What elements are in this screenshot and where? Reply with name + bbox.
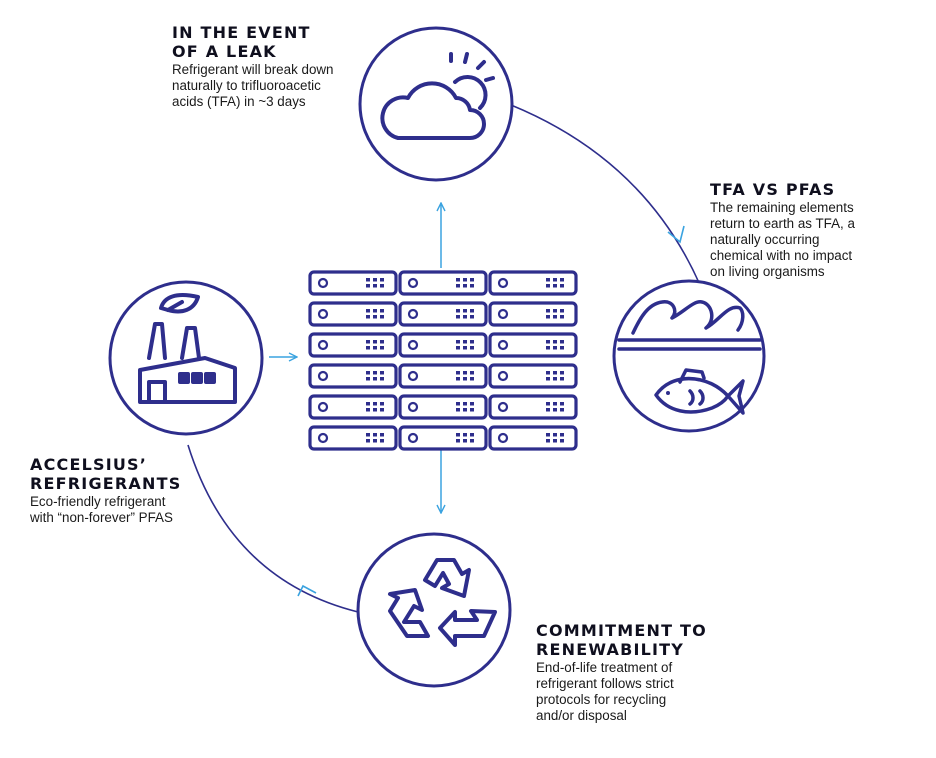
renewability-title: COMMITMENT TO RENEWABILITY <box>536 621 707 659</box>
server-unit <box>308 332 398 358</box>
tfa-desc-line: on living organisms <box>710 264 825 279</box>
server-unit <box>308 363 398 389</box>
renewability-desc-line: protocols for recycling <box>536 692 667 707</box>
server-rack <box>398 270 488 451</box>
server-unit <box>398 270 488 296</box>
cycle-connectors <box>187 104 701 613</box>
accelsius-desc-line: Eco-friendly refrigerant <box>30 494 166 509</box>
label-tfa: TFA vs PFAS The remaining elements retur… <box>710 180 855 280</box>
server-unit <box>488 270 578 296</box>
server-racks-icon <box>308 270 578 451</box>
server-rack <box>488 270 578 451</box>
leak-title-line1: IN THE EVENT <box>172 23 311 42</box>
leak-title: IN THE EVENT OF A LEAK <box>172 23 334 61</box>
server-unit <box>488 363 578 389</box>
label-renewability: COMMITMENT TO RENEWABILITY End-of-life t… <box>536 621 707 724</box>
recycle-icon <box>388 558 497 647</box>
circle-renewability <box>356 532 512 688</box>
cycle-arrowheads <box>297 225 685 597</box>
leak-description: Refrigerant will break down naturally to… <box>172 62 334 110</box>
tfa-desc-line: chemical with no impact <box>710 248 853 263</box>
factory-leaf-icon <box>138 293 237 404</box>
tfa-desc-line: naturally occurring <box>710 232 820 247</box>
arrowhead-top-right <box>667 225 685 244</box>
server-unit <box>398 425 488 451</box>
server-unit <box>488 425 578 451</box>
server-unit <box>398 332 488 358</box>
renewability-title-line2: RENEWABILITY <box>536 640 685 659</box>
server-unit <box>398 363 488 389</box>
accelsius-title: ACCELSIUS’ REFRIGERANTS <box>30 455 181 493</box>
leak-desc-line: acids (TFA) in ~3 days <box>172 94 306 109</box>
accelsius-desc-line: with “non-forever” PFAS <box>30 510 173 525</box>
renewability-desc-line: and/or disposal <box>536 708 627 723</box>
leak-desc-line: Refrigerant will break down <box>172 62 334 77</box>
server-unit <box>308 425 398 451</box>
server-unit <box>308 301 398 327</box>
server-unit <box>398 394 488 420</box>
leak-title-line2: OF A LEAK <box>172 42 277 61</box>
tfa-desc-line: The remaining elements <box>710 200 854 215</box>
waves-fish-icon <box>617 300 762 415</box>
server-unit <box>488 394 578 420</box>
circle-accelsius <box>108 280 264 436</box>
accelsius-title-line2: REFRIGERANTS <box>30 474 182 493</box>
renewability-title-line1: COMMITMENT TO <box>536 621 707 640</box>
renewability-desc-line: End-of-life treatment of <box>536 660 673 675</box>
server-unit <box>488 332 578 358</box>
tfa-desc-line: return to earth as TFA, a <box>710 216 855 231</box>
label-leak: IN THE EVENT OF A LEAK Refrigerant will … <box>172 23 334 110</box>
center-arrows <box>269 203 441 513</box>
accelsius-description: Eco-friendly refrigerant with “non-forev… <box>30 494 181 526</box>
renewability-description: End-of-life treatment of refrigerant fol… <box>536 660 707 724</box>
tfa-description: The remaining elements return to earth a… <box>710 200 855 280</box>
tfa-title-line1: TFA vs PFAS <box>710 180 836 199</box>
server-rack <box>308 270 398 451</box>
server-unit <box>308 394 398 420</box>
label-accelsius: ACCELSIUS’ REFRIGERANTS Eco-friendly ref… <box>30 455 181 526</box>
arc-top-to-right <box>510 104 701 286</box>
server-unit <box>488 301 578 327</box>
renewability-desc-line: refrigerant follows strict <box>536 676 674 691</box>
accelsius-title-line1: ACCELSIUS’ <box>30 455 148 474</box>
leak-desc-line: naturally to trifluoroacetic <box>172 78 321 93</box>
cloud-sun-icon <box>380 52 495 140</box>
arc-bottom-to-left <box>187 444 359 613</box>
arrowhead-bottom-left <box>297 584 317 597</box>
server-unit <box>308 270 398 296</box>
server-unit <box>398 301 488 327</box>
tfa-title: TFA vs PFAS <box>710 180 855 199</box>
